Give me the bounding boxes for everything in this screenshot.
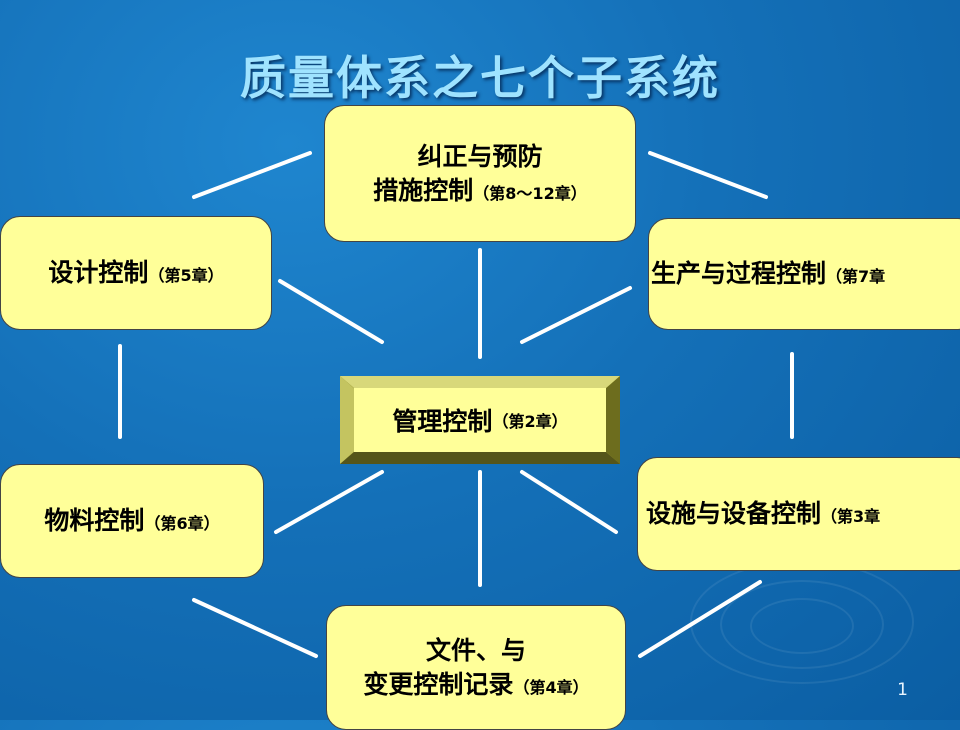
- node-line1: 文件、与: [425, 635, 526, 665]
- node-label: 措施控制: [373, 175, 474, 205]
- node-label: 生产与过程控制: [651, 259, 827, 289]
- node-line2: 措施控制（第8～12章）: [373, 174, 586, 208]
- bevel-edge: [340, 376, 354, 464]
- node-label: 物料控制: [44, 506, 145, 536]
- slide-title: 质量体系之七个子系统: [240, 51, 720, 105]
- connector-center-lowerleft: [274, 470, 384, 534]
- node-text: 物料控制（第6章）: [44, 504, 219, 538]
- background-ripple: [750, 598, 854, 654]
- node-text: 生产与过程控制（第7章: [651, 257, 885, 291]
- background-ripple: [720, 580, 884, 669]
- node-text: 设施与设备控制（第3章: [646, 497, 880, 531]
- connector-top-upperright: [648, 151, 768, 199]
- node-label: 管理控制: [392, 407, 493, 436]
- node-chapter: （第5章）: [148, 266, 224, 286]
- node-management-control: 管理控制（第2章）: [340, 376, 620, 464]
- node-chapter: （第2章）: [492, 412, 568, 431]
- node-chapter: （第3章: [821, 507, 881, 527]
- connector-center-upperright: [520, 286, 632, 344]
- connector-lowerright-bottom: [638, 580, 762, 658]
- node-production-process-control: 生产与过程控制（第7章: [648, 218, 960, 330]
- node-corrective-preventive: 纠正与预防 措施控制（第8～12章）: [324, 105, 636, 242]
- bevel-edge: [340, 452, 620, 464]
- node-documents-change-records: 文件、与 变更控制记录（第4章）: [326, 605, 626, 730]
- bevel-edge: [606, 376, 620, 464]
- page-number: 1: [897, 680, 908, 700]
- node-chapter: （第4章）: [513, 677, 589, 697]
- node-text: 设计控制（第5章）: [48, 256, 223, 290]
- node-line2: 变更控制记录（第4章）: [363, 668, 588, 702]
- node-facility-equipment-control: 设施与设备控制（第3章: [637, 457, 960, 571]
- connector-lowerleft-bottom: [192, 598, 318, 658]
- node-chapter: （第7章: [826, 267, 886, 287]
- node-label: 设计控制: [48, 258, 149, 288]
- node-design-control: 设计控制（第5章）: [0, 216, 272, 330]
- center-face: 管理控制（第2章）: [354, 388, 606, 452]
- connector-center-upperleft: [278, 279, 384, 344]
- node-chapter: （第6章）: [144, 514, 220, 534]
- node-chapter: （第8～12章）: [473, 183, 587, 203]
- node-label: 设施与设备控制: [646, 499, 822, 529]
- connector-top-upperleft: [192, 151, 312, 199]
- node-line1: 纠正与预防: [417, 141, 543, 171]
- bevel-edge: [340, 376, 620, 388]
- connector-center-lowerright: [520, 470, 618, 534]
- node-material-control: 物料控制（第6章）: [0, 464, 264, 578]
- node-label: 变更控制记录: [363, 669, 514, 699]
